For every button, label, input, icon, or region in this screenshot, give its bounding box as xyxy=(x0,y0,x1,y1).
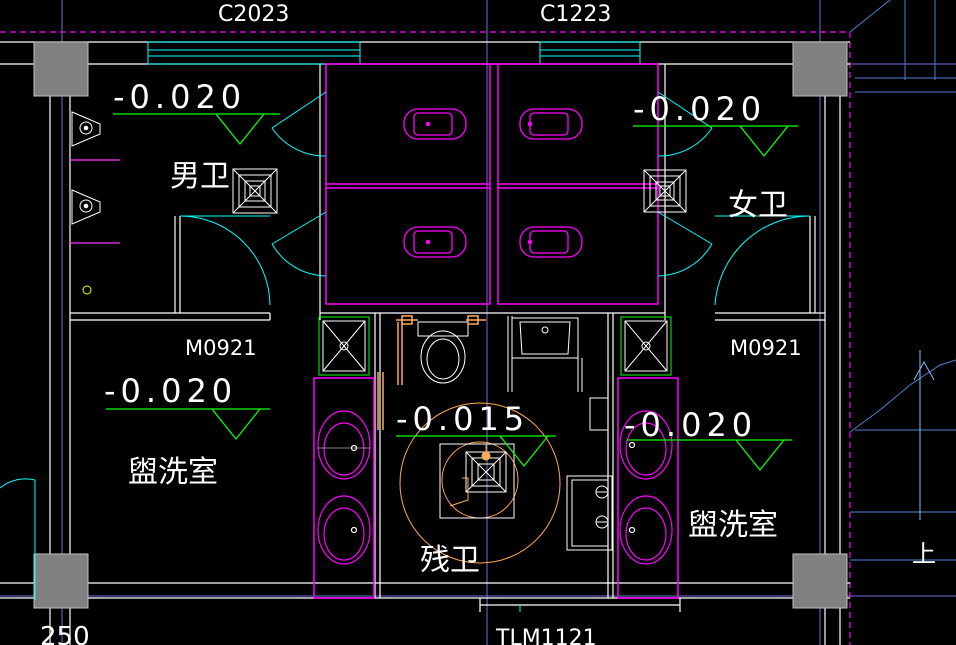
door-label-right: M0921 xyxy=(730,336,802,360)
column-bottom-left xyxy=(33,553,89,609)
urinal-icon xyxy=(71,111,101,147)
elevation-label-women: -0.020 xyxy=(633,90,766,128)
elevation-marker-wash-right xyxy=(627,439,792,472)
structural-columns xyxy=(33,41,848,609)
urinal-icon xyxy=(71,189,101,225)
room-label-women: 女卫 xyxy=(728,188,788,223)
column-top-left xyxy=(33,41,89,97)
shower-tray-icon xyxy=(620,316,672,376)
floor-drain-icon xyxy=(232,168,278,214)
shower-tray-icon xyxy=(318,316,370,376)
washbasin-icon xyxy=(317,410,371,480)
room-label-men: 男卫 xyxy=(170,159,230,194)
washbasin-icon xyxy=(619,495,673,565)
elevation-label-wash-left: -0.020 xyxy=(104,372,237,410)
door-label-bottom: TLM1121 xyxy=(495,626,597,645)
toilet-icon xyxy=(403,226,467,258)
toilet-icon xyxy=(519,226,583,258)
top-windows xyxy=(147,41,641,65)
grab-bar-icon xyxy=(377,372,384,430)
elevation-label-wash-right: -0.020 xyxy=(624,406,757,444)
elevation-marker-women xyxy=(633,125,798,158)
washbasins xyxy=(317,410,673,565)
door-label-left: M0921 xyxy=(185,336,257,360)
squat-toilets xyxy=(403,108,583,258)
grab-bar-icon xyxy=(396,315,486,385)
grab-bars xyxy=(377,315,486,430)
stair-area xyxy=(849,0,956,561)
door-swings xyxy=(0,91,811,612)
window-label-left: C2023 xyxy=(218,2,289,27)
elevation-label-accessible: -0.015 xyxy=(396,400,529,438)
washbasin-icon xyxy=(317,495,371,565)
elevation-marker-accessible xyxy=(396,435,556,468)
elevation-marker-wash-left xyxy=(106,408,270,441)
column-bottom-right xyxy=(792,553,848,609)
accessible-washroom-fixtures xyxy=(417,316,613,551)
stair-up-label: 上 xyxy=(912,540,936,568)
window-label-right: C1223 xyxy=(540,2,611,27)
dashed-boundary xyxy=(0,31,851,645)
elevation-marker-men xyxy=(113,113,280,146)
floor-drain-icon xyxy=(643,169,687,213)
drawing-labels: C2023 C1223 -0.020 -0.020 -0.020 -0.015 … xyxy=(40,2,936,645)
column-top-right xyxy=(792,41,848,97)
urinals xyxy=(70,111,120,295)
toilet-icon xyxy=(417,321,469,384)
room-label-wash-left: 盥洗室 xyxy=(128,455,218,490)
toilet-icon xyxy=(403,108,467,140)
washbasin-icon xyxy=(619,410,673,480)
dimension-label-bottom-left: 250 xyxy=(40,622,90,645)
elevation-symbols xyxy=(106,113,798,472)
elevation-label-men: -0.020 xyxy=(113,78,246,116)
floor-drains xyxy=(232,168,687,214)
room-label-wash-right: 盥洗室 xyxy=(688,508,778,543)
room-label-accessible: 残卫 xyxy=(420,543,480,578)
accessible-turning-circle xyxy=(399,402,561,564)
mop-sinks xyxy=(318,316,672,376)
toilet-icon xyxy=(519,108,583,140)
floor-drain-icon xyxy=(82,285,92,295)
